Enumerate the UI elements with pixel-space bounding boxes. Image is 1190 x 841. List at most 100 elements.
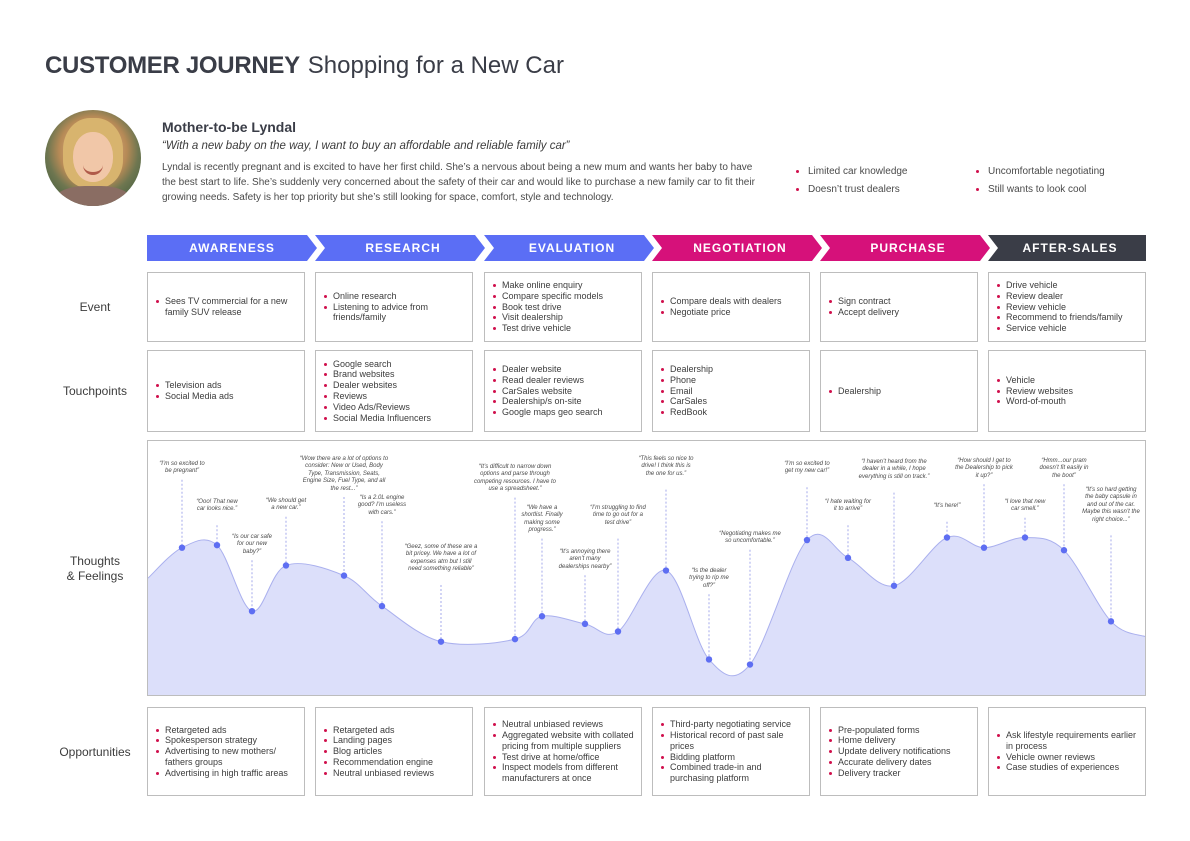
list-item: Pre-populated forms (827, 725, 971, 736)
thought-point (178, 544, 186, 551)
stage-awareness: AWARENESS (147, 235, 317, 261)
list-item: Blog articles (322, 746, 466, 757)
thought-quote: “I’m so excited to get my new car!” (784, 461, 830, 475)
thought-quote: “I’m struggling to find time to go out f… (590, 505, 646, 526)
list-item: Retargeted ads (322, 725, 466, 736)
list-item: Delivery tracker (827, 768, 971, 779)
list-item: Reviews (322, 391, 466, 402)
thought-point (378, 602, 386, 610)
opportunities-cell: Ask lifestyle requirements earlier in pr… (988, 707, 1146, 796)
stage-negotiation: NEGOTIATION (652, 235, 822, 261)
row-label-event: Event (79, 300, 111, 314)
stage-label: NEGOTIATION (693, 241, 787, 255)
list-item: Home delivery (827, 735, 971, 746)
thought-point (844, 554, 852, 562)
thoughts-feelings-panel: “I’m so excited to be pregnant”“Ooo! Tha… (147, 440, 1146, 696)
list-item: Online research (322, 291, 466, 302)
list-item: Inspect models from different manufactur… (491, 762, 635, 784)
list-item: Dealership/s on-site (491, 396, 635, 407)
touchpoints-cell: Dealership (820, 350, 978, 432)
thought-quote: “Negotiating makes me so uncomfortable.” (719, 531, 781, 545)
list-item: Google search (322, 359, 466, 370)
stage-evaluation: EVALUATION (484, 235, 654, 261)
opportunities-list: Ask lifestyle requirements earlier in pr… (995, 730, 1139, 773)
stage-research: RESEARCH (315, 235, 485, 261)
list-item: Dealer website (491, 364, 635, 375)
list-item: Retargeted ads (154, 725, 298, 736)
list-item: Ask lifestyle requirements earlier in pr… (995, 730, 1139, 752)
list-item: Bidding platform (659, 752, 803, 763)
list-item: Service vehicle (995, 323, 1139, 334)
list-item: Advertising to new mothers/ fathers grou… (154, 746, 298, 768)
list-item: Advertising in high traffic areas (154, 768, 298, 779)
emotion-area (148, 534, 1145, 695)
trait-item: Still wants to look cool (976, 181, 1105, 199)
list-item: Listening to advice from friends/family (322, 302, 466, 324)
thought-quote: “It’s annoying there aren’t many dealers… (558, 549, 612, 570)
touchpoints-list: Dealership (827, 386, 971, 397)
list-item: Neutral unbiased reviews (322, 768, 466, 779)
thought-point (943, 534, 951, 541)
list-item: Phone (659, 375, 803, 386)
list-item: Accurate delivery dates (827, 757, 971, 768)
list-item: Dealership (827, 386, 971, 397)
row-label-thoughts: Thoughts & Feelings (45, 554, 145, 584)
thought-quote: “It’s so hard getting the baby capsule i… (1082, 487, 1140, 523)
thought-quote: “I hate waiting for it to arrive” (824, 499, 872, 513)
list-item: Drive vehicle (995, 280, 1139, 291)
thought-point (282, 562, 290, 569)
list-item: Sees TV commercial for a new family SUV … (154, 296, 298, 318)
list-item: Social Media Influencers (322, 413, 466, 424)
list-item: Aggregated website with collated pricing… (491, 730, 635, 752)
list-item: Neutral unbiased reviews (491, 719, 635, 730)
thought-quote: “This feels so nice to drive! I think th… (638, 456, 694, 477)
list-item: Email (659, 386, 803, 397)
list-item: Review vehicle (995, 302, 1139, 313)
list-item: Review dealer (995, 291, 1139, 302)
thought-point (511, 635, 519, 643)
thought-point (614, 628, 622, 635)
persona-description: Lyndal is recently pregnant and is excit… (162, 162, 755, 203)
thought-quote: “I’m so excited to be pregnant” (159, 461, 205, 475)
emotion-curve (148, 479, 1145, 695)
persona-quote: “With a new baby on the way, I want to b… (162, 140, 570, 152)
list-item: Brand websites (322, 369, 466, 380)
list-item: Dealership (659, 364, 803, 375)
list-item: Dealer websites (322, 380, 466, 391)
list-item: Spokesperson strategy (154, 735, 298, 746)
list-item: Case studies of experiences (995, 762, 1139, 773)
list-item: Test drive at home/office (491, 752, 635, 763)
list-item: Book test drive (491, 302, 635, 313)
event-cell: Sees TV commercial for a new family SUV … (147, 272, 305, 342)
thought-quote: “I love that new car smell.” (1004, 499, 1046, 513)
thought-quote: “I haven’t heard from the dealer in a wh… (858, 459, 930, 480)
thought-point (437, 638, 445, 645)
list-item: Third-party negotiating service (659, 719, 803, 730)
list-item: Social Media ads (154, 391, 298, 402)
thought-quote: “Is a 2.0L engine good? I’m useless with… (357, 495, 407, 516)
list-item: Visit dealership (491, 312, 635, 323)
row-label-thoughts-line1: Thoughts (69, 554, 121, 568)
stage-after-sales: AFTER-SALES (988, 235, 1146, 261)
thought-point (538, 613, 546, 620)
stage-label: AFTER-SALES (1022, 241, 1118, 255)
list-item: Google maps geo search (491, 407, 635, 418)
